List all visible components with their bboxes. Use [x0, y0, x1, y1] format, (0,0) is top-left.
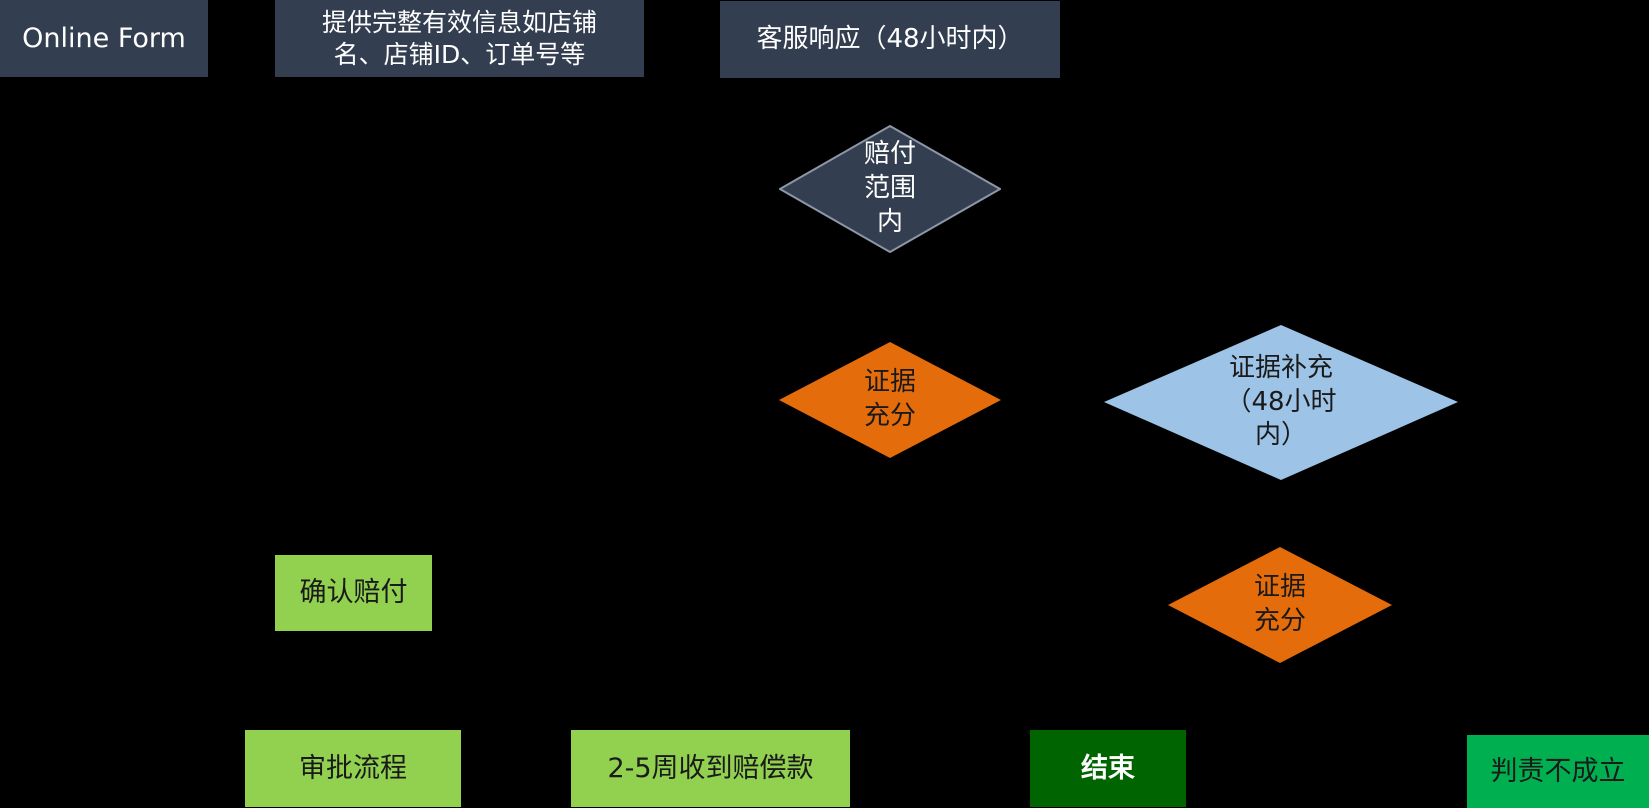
evidence-supplement-label: 证据补充 （48小时 内） [1225, 352, 1337, 451]
receive-payment-label: 2-5周收到赔偿款 [607, 752, 814, 784]
online-form-node: Online Form [0, 0, 208, 77]
approval-process-node: 审批流程 [245, 730, 461, 807]
provide-info-label: 提供完整有效信息如店铺 名、店铺ID、订单号等 [321, 8, 597, 69]
online-form-label: Online Form [22, 22, 186, 54]
approval-process-label: 审批流程 [299, 752, 407, 784]
in-scope-diamond-shape [779, 125, 1001, 253]
provide-info-node: 提供完整有效信息如店铺 名、店铺ID、订单号等 [275, 0, 644, 77]
end-label: 结束 [1081, 752, 1135, 784]
in-scope-decision: 赔付 范围 内 [779, 125, 1001, 253]
evidence-supplement-diamond-shape [1104, 325, 1458, 480]
evidence-sufficient-diamond-shape-2 [1168, 547, 1392, 663]
confirm-payment-label: 确认赔付 [299, 577, 408, 609]
evidence-sufficient-decision-1: 证据 充分 [779, 342, 1001, 458]
evidence-sufficient-label-1: 证据 充分 [863, 367, 916, 431]
cs-response-node: 客服响应（48小时内） [720, 1, 1060, 78]
evidence-sufficient-label-2: 证据 充分 [1253, 572, 1306, 636]
evidence-sufficient-diamond-shape-1 [779, 342, 1001, 458]
liability-rejected-label: 判责不成立 [1490, 755, 1626, 787]
end-node: 结束 [1030, 730, 1186, 807]
liability-rejected-node: 判责不成立 [1467, 735, 1649, 808]
evidence-supplement-decision: 证据补充 （48小时 内） [1104, 325, 1458, 480]
receive-payment-node: 2-5周收到赔偿款 [571, 730, 850, 807]
cs-response-label: 客服响应（48小时内） [756, 24, 1024, 55]
in-scope-label: 赔付 范围 内 [863, 139, 916, 237]
confirm-payment-node: 确认赔付 [275, 555, 432, 631]
evidence-sufficient-decision-2: 证据 充分 [1168, 547, 1392, 663]
